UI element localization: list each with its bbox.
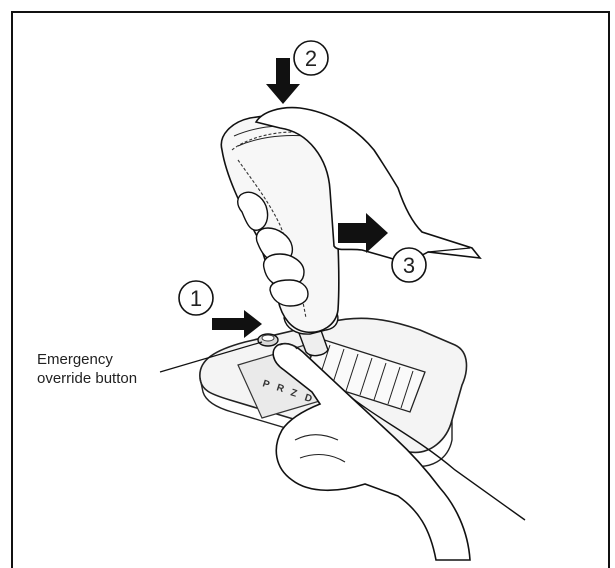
- callout-2: 2: [294, 41, 328, 75]
- callout-3-number: 3: [403, 253, 415, 278]
- override-button: [258, 334, 278, 346]
- override-label-line2: override button: [37, 370, 137, 387]
- callout-1: 1: [179, 281, 213, 315]
- override-label-line1: Emergency: [37, 351, 113, 368]
- callout-1-number: 1: [190, 286, 202, 311]
- callout-3: 3: [392, 248, 426, 282]
- callout-2-number: 2: [305, 46, 317, 71]
